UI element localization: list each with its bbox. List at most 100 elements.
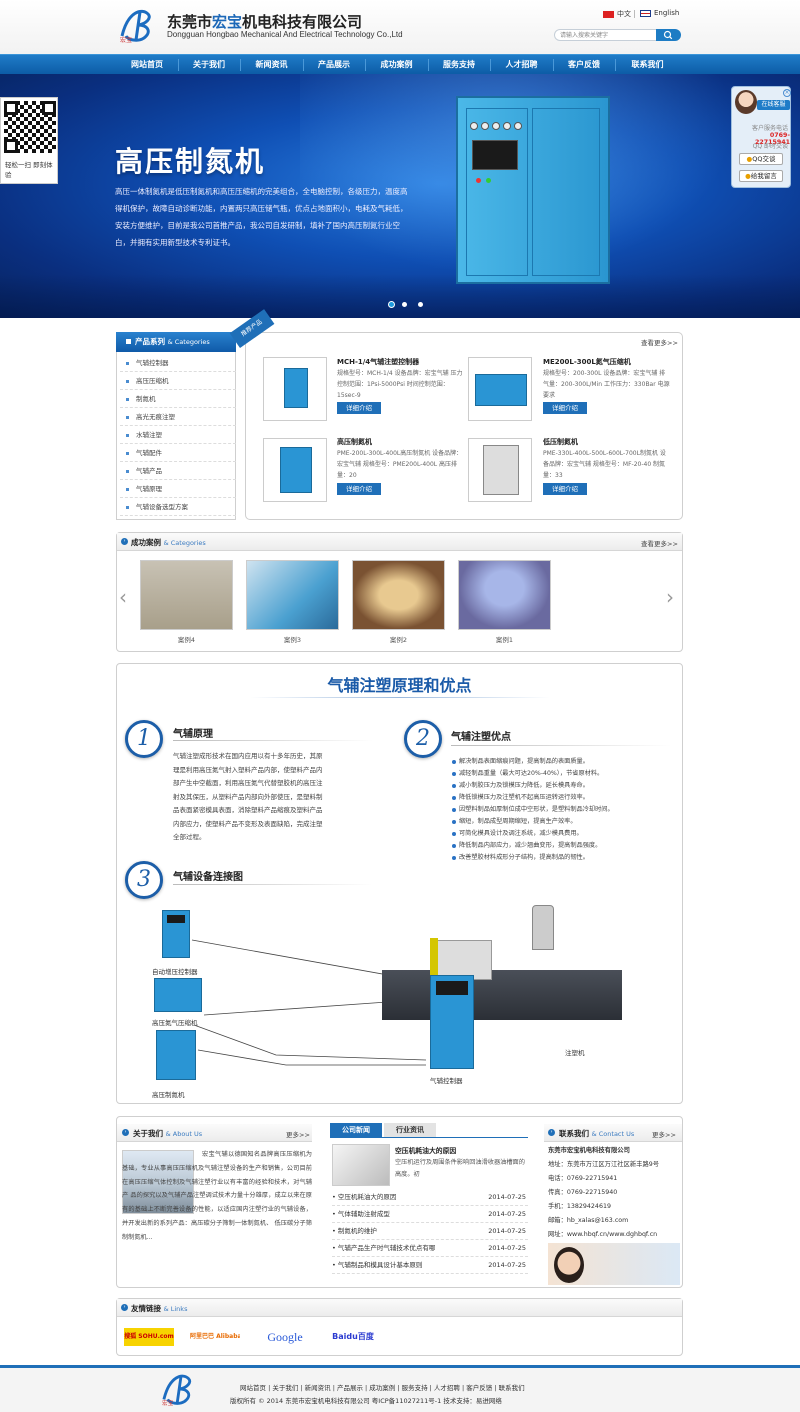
google-logo-link[interactable]: Google	[267, 1330, 303, 1344]
close-icon[interactable]: ×	[783, 89, 791, 97]
leave-message-button[interactable]: ●给我留言	[739, 170, 783, 182]
products-more-link[interactable]: 查看更多>>	[641, 339, 678, 347]
company-name-prefix: 东莞市	[167, 13, 213, 31]
advantage-item: 降低制品内部应力，减少翘曲变形，提高制品强度。	[451, 840, 671, 852]
contact-title: 联系我们 & Contact Us	[559, 1128, 634, 1139]
nav-item-jobs[interactable]: 人才招聘	[505, 60, 538, 69]
case-caption[interactable]: 案例1	[495, 636, 514, 644]
divider	[173, 884, 373, 885]
about-more-link[interactable]: 更多>>	[286, 1131, 310, 1139]
case-image[interactable]	[458, 560, 551, 630]
categories-title: 产品系列	[135, 337, 165, 346]
product-title[interactable]: 低压制氮机	[543, 438, 578, 446]
case-image[interactable]	[352, 560, 445, 630]
case-image[interactable]	[246, 560, 339, 630]
service-agent-image	[548, 1243, 680, 1285]
category-item[interactable]: 气辅原理	[120, 480, 236, 498]
advantage-item: 改善塑胶材料成形分子结构，提高制品的韧性。	[451, 852, 671, 864]
principle-heading: 气辅注塑原理和优点	[327, 676, 472, 695]
links-title: 友情链接 & Links	[131, 1303, 187, 1314]
phone-label: 客户服务电话	[751, 125, 788, 132]
nav-item-contact[interactable]: 联系我们	[631, 60, 664, 69]
search-input[interactable]: 请输入搜索关键字	[554, 29, 658, 41]
category-item[interactable]: 高光无痕注塑	[120, 408, 236, 426]
product-title[interactable]: ME200L-300L氮气压缩机	[543, 358, 631, 366]
alibaba-logo-link[interactable]: 阿里巴巴 Alibaba.com	[190, 1333, 240, 1340]
categories-header: 产品系列 & Categories	[116, 332, 236, 352]
search-button[interactable]	[656, 29, 681, 41]
product-image[interactable]	[263, 357, 327, 421]
news-feature-text: 空压机运行及周围条件影响回油滑收器油槽面的高度。初	[395, 1159, 525, 1178]
case-caption[interactable]: 案例3	[283, 636, 302, 644]
cases-header	[117, 533, 682, 551]
nav-item-home[interactable]: 网站首页	[131, 60, 163, 69]
nav-divider	[428, 59, 429, 71]
contact-more-link[interactable]: 更多>>	[652, 1131, 676, 1139]
product-detail-button[interactable]: 详细介绍	[543, 402, 587, 414]
online-service-title: 在线客服	[757, 100, 790, 110]
lang-cn-link[interactable]: 中文	[603, 9, 631, 19]
news-feature-title[interactable]: 空压机耗油大的原因	[395, 1147, 457, 1155]
case-caption[interactable]: 案例4	[177, 636, 196, 644]
company-logo[interactable]: 宏宝	[118, 6, 160, 44]
baidu-logo-link[interactable]: Baidu百度	[332, 1332, 374, 1341]
cases-more-link[interactable]: 查看更多>>	[641, 540, 678, 548]
slide-dot[interactable]	[418, 302, 423, 307]
tab-industry-news[interactable]: 行业资讯	[384, 1123, 436, 1137]
nav-item-about[interactable]: 关于我们	[193, 60, 225, 69]
nav-item-service[interactable]: 服务支持	[443, 60, 475, 69]
category-item[interactable]: 高压压缩机	[120, 372, 236, 390]
step-title: 气辅原理	[173, 729, 213, 740]
slide-dot-active[interactable]	[388, 301, 395, 308]
sohu-logo-link[interactable]: 搜狐 SOHU.com	[124, 1328, 174, 1346]
connection-lines	[191, 939, 427, 1066]
prev-arrow-icon[interactable]: ‹	[119, 585, 127, 609]
news-date: 2014-07-25	[488, 1193, 526, 1201]
category-item[interactable]: 气辅设备选型方案	[120, 498, 236, 516]
product-image[interactable]	[468, 438, 532, 502]
footer-logo[interactable]: 宏宝	[160, 1371, 200, 1407]
category-item[interactable]: 气辅产品	[120, 462, 236, 480]
nav-item-products[interactable]: 产品展示	[318, 60, 350, 69]
nav-item-news[interactable]: 新闻资讯	[255, 60, 288, 69]
product-title[interactable]: MCH-1/4气辅注塑控制器	[337, 358, 420, 366]
category-item[interactable]: 气辅配件	[120, 444, 236, 462]
connection-line	[191, 939, 417, 981]
categories-subtitle: & Categories	[167, 338, 210, 346]
footer-nav[interactable]: 网站首页 | 关于我们 | 新闻资讯 | 产品展示 | 成功案例 | 服务支持 …	[240, 1384, 525, 1392]
category-item[interactable]: 制氮机	[120, 390, 236, 408]
nav-item-feedback[interactable]: 客户反馈	[568, 60, 600, 69]
slide-dot[interactable]	[402, 302, 407, 307]
arrow-circle-icon: ›	[548, 1129, 555, 1136]
qq-label: QQ 即时交谈	[752, 143, 788, 150]
product-title[interactable]: 高压制氮机	[337, 438, 372, 446]
about-subtitle: & About Us	[165, 1130, 203, 1138]
contact-title-text: 联系我们	[559, 1129, 589, 1138]
product-image[interactable]	[468, 357, 532, 421]
tab-company-news[interactable]: 公司新闻	[330, 1123, 382, 1137]
product-image[interactable]	[263, 438, 327, 502]
category-item[interactable]: 气辅控制器	[120, 354, 236, 372]
product-detail-button[interactable]: 详细介绍	[337, 483, 381, 495]
next-arrow-icon[interactable]: ›	[666, 585, 674, 609]
category-item[interactable]: 水辅注塑	[120, 426, 236, 444]
product-detail-button[interactable]: 详细介绍	[337, 402, 381, 414]
product-detail-button[interactable]: 详细介绍	[543, 483, 587, 495]
nav-item-cases[interactable]: 成功案例	[380, 60, 413, 69]
nitrogen-unit	[280, 447, 312, 493]
injection-machine-image	[382, 905, 622, 1030]
footer-logo-text: 宏宝	[162, 1399, 174, 1407]
case-caption[interactable]: 案例2	[389, 636, 408, 644]
service-agent-avatar	[735, 90, 757, 114]
news-title: 气体辅助注射成型	[337, 1210, 390, 1218]
qq-chat-button[interactable]: ●QQ交谈	[739, 153, 783, 165]
case-image[interactable]	[140, 560, 233, 630]
qr-finder	[4, 139, 18, 153]
lang-en-link[interactable]: English	[640, 9, 679, 17]
footer-copyright: 版权所有 © 2014 东莞市宏宝机电科技有限公司 粤ICP备11027211号…	[230, 1397, 502, 1405]
